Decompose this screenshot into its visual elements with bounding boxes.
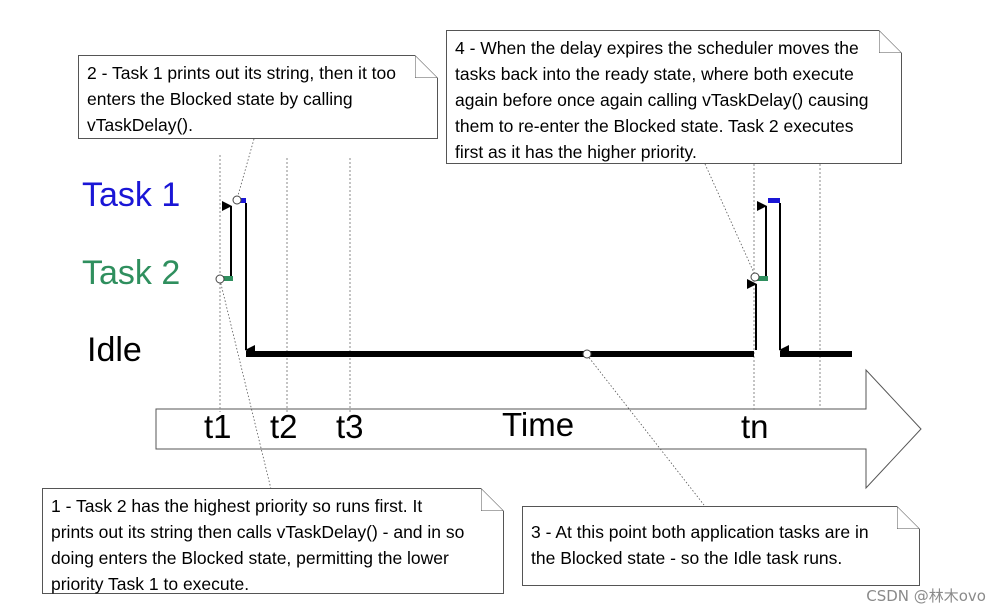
note-4-line: again before once again calling vTaskDel… <box>455 90 869 110</box>
row-label-task2: Task 2 <box>82 254 181 292</box>
axis-label-time: Time <box>502 406 575 443</box>
leader-note2 <box>236 138 255 200</box>
row-label-idle: Idle <box>87 331 142 369</box>
callout-circle-2 <box>232 195 242 205</box>
idle-bar-1 <box>246 351 754 357</box>
time-gridlines <box>219 155 821 412</box>
note-2-line: 2 - Task 1 prints out its string, then i… <box>87 63 396 83</box>
note-2-line: vTaskDelay(). <box>87 115 193 135</box>
idle-bar-2 <box>780 351 852 357</box>
leader-note3 <box>586 354 705 506</box>
note-1: 1 - Task 2 has the highest priority so r… <box>42 488 504 594</box>
callout-circles <box>215 195 760 359</box>
note-4-line: 4 - When the delay expires the scheduler… <box>455 38 859 58</box>
leader-note4 <box>704 163 756 276</box>
note-1-line: 1 - Task 2 has the highest priority so r… <box>51 496 423 516</box>
task2-bar-1 <box>221 276 233 281</box>
row-label-task1: Task 1 <box>82 176 181 214</box>
tick-label-t3: t3 <box>336 408 364 445</box>
note-2: 2 - Task 1 prints out its string, then i… <box>78 55 438 139</box>
task2-bar-2 <box>756 276 768 281</box>
note-2-line: enters the Blocked state by calling <box>87 89 353 109</box>
time-axis-arrow <box>155 368 922 490</box>
note-1-line: doing enters the Blocked state, permitti… <box>51 548 449 568</box>
note-3-line: 3 - At this point both application tasks… <box>531 522 869 542</box>
note-1-line: priority Task 1 to execute. <box>51 574 250 594</box>
transition-arrows <box>222 201 789 355</box>
note-4-line: first as it has the higher priority. <box>455 142 697 162</box>
note-2-fold <box>415 55 438 78</box>
note-3-fold <box>897 506 920 529</box>
note-3-line: the Blocked state - so the Idle task run… <box>531 548 843 568</box>
tick-label-tn: tn <box>741 408 769 445</box>
note-4: 4 - When the delay expires the scheduler… <box>446 30 902 164</box>
note-4-fold <box>879 30 902 53</box>
tick-label-t2: t2 <box>270 408 298 445</box>
note-leaders <box>219 138 756 506</box>
note-4-line: tasks back into the ready state, where b… <box>455 64 854 84</box>
task1-bar-2 <box>768 198 780 203</box>
callout-circle-1 <box>215 274 225 284</box>
leader-note1 <box>219 279 272 490</box>
note-1-fold <box>481 488 504 511</box>
callout-circle-3 <box>582 349 592 359</box>
note-4-line: them to re-enter the Blocked state. Task… <box>455 116 854 136</box>
tick-label-t1: t1 <box>204 408 232 445</box>
watermark: CSDN @林木ovo <box>866 587 986 605</box>
note-3: 3 - At this point both application tasks… <box>522 506 920 586</box>
note-1-line: prints out its string then calls vTaskDe… <box>51 522 465 542</box>
callout-circle-4 <box>750 272 760 282</box>
